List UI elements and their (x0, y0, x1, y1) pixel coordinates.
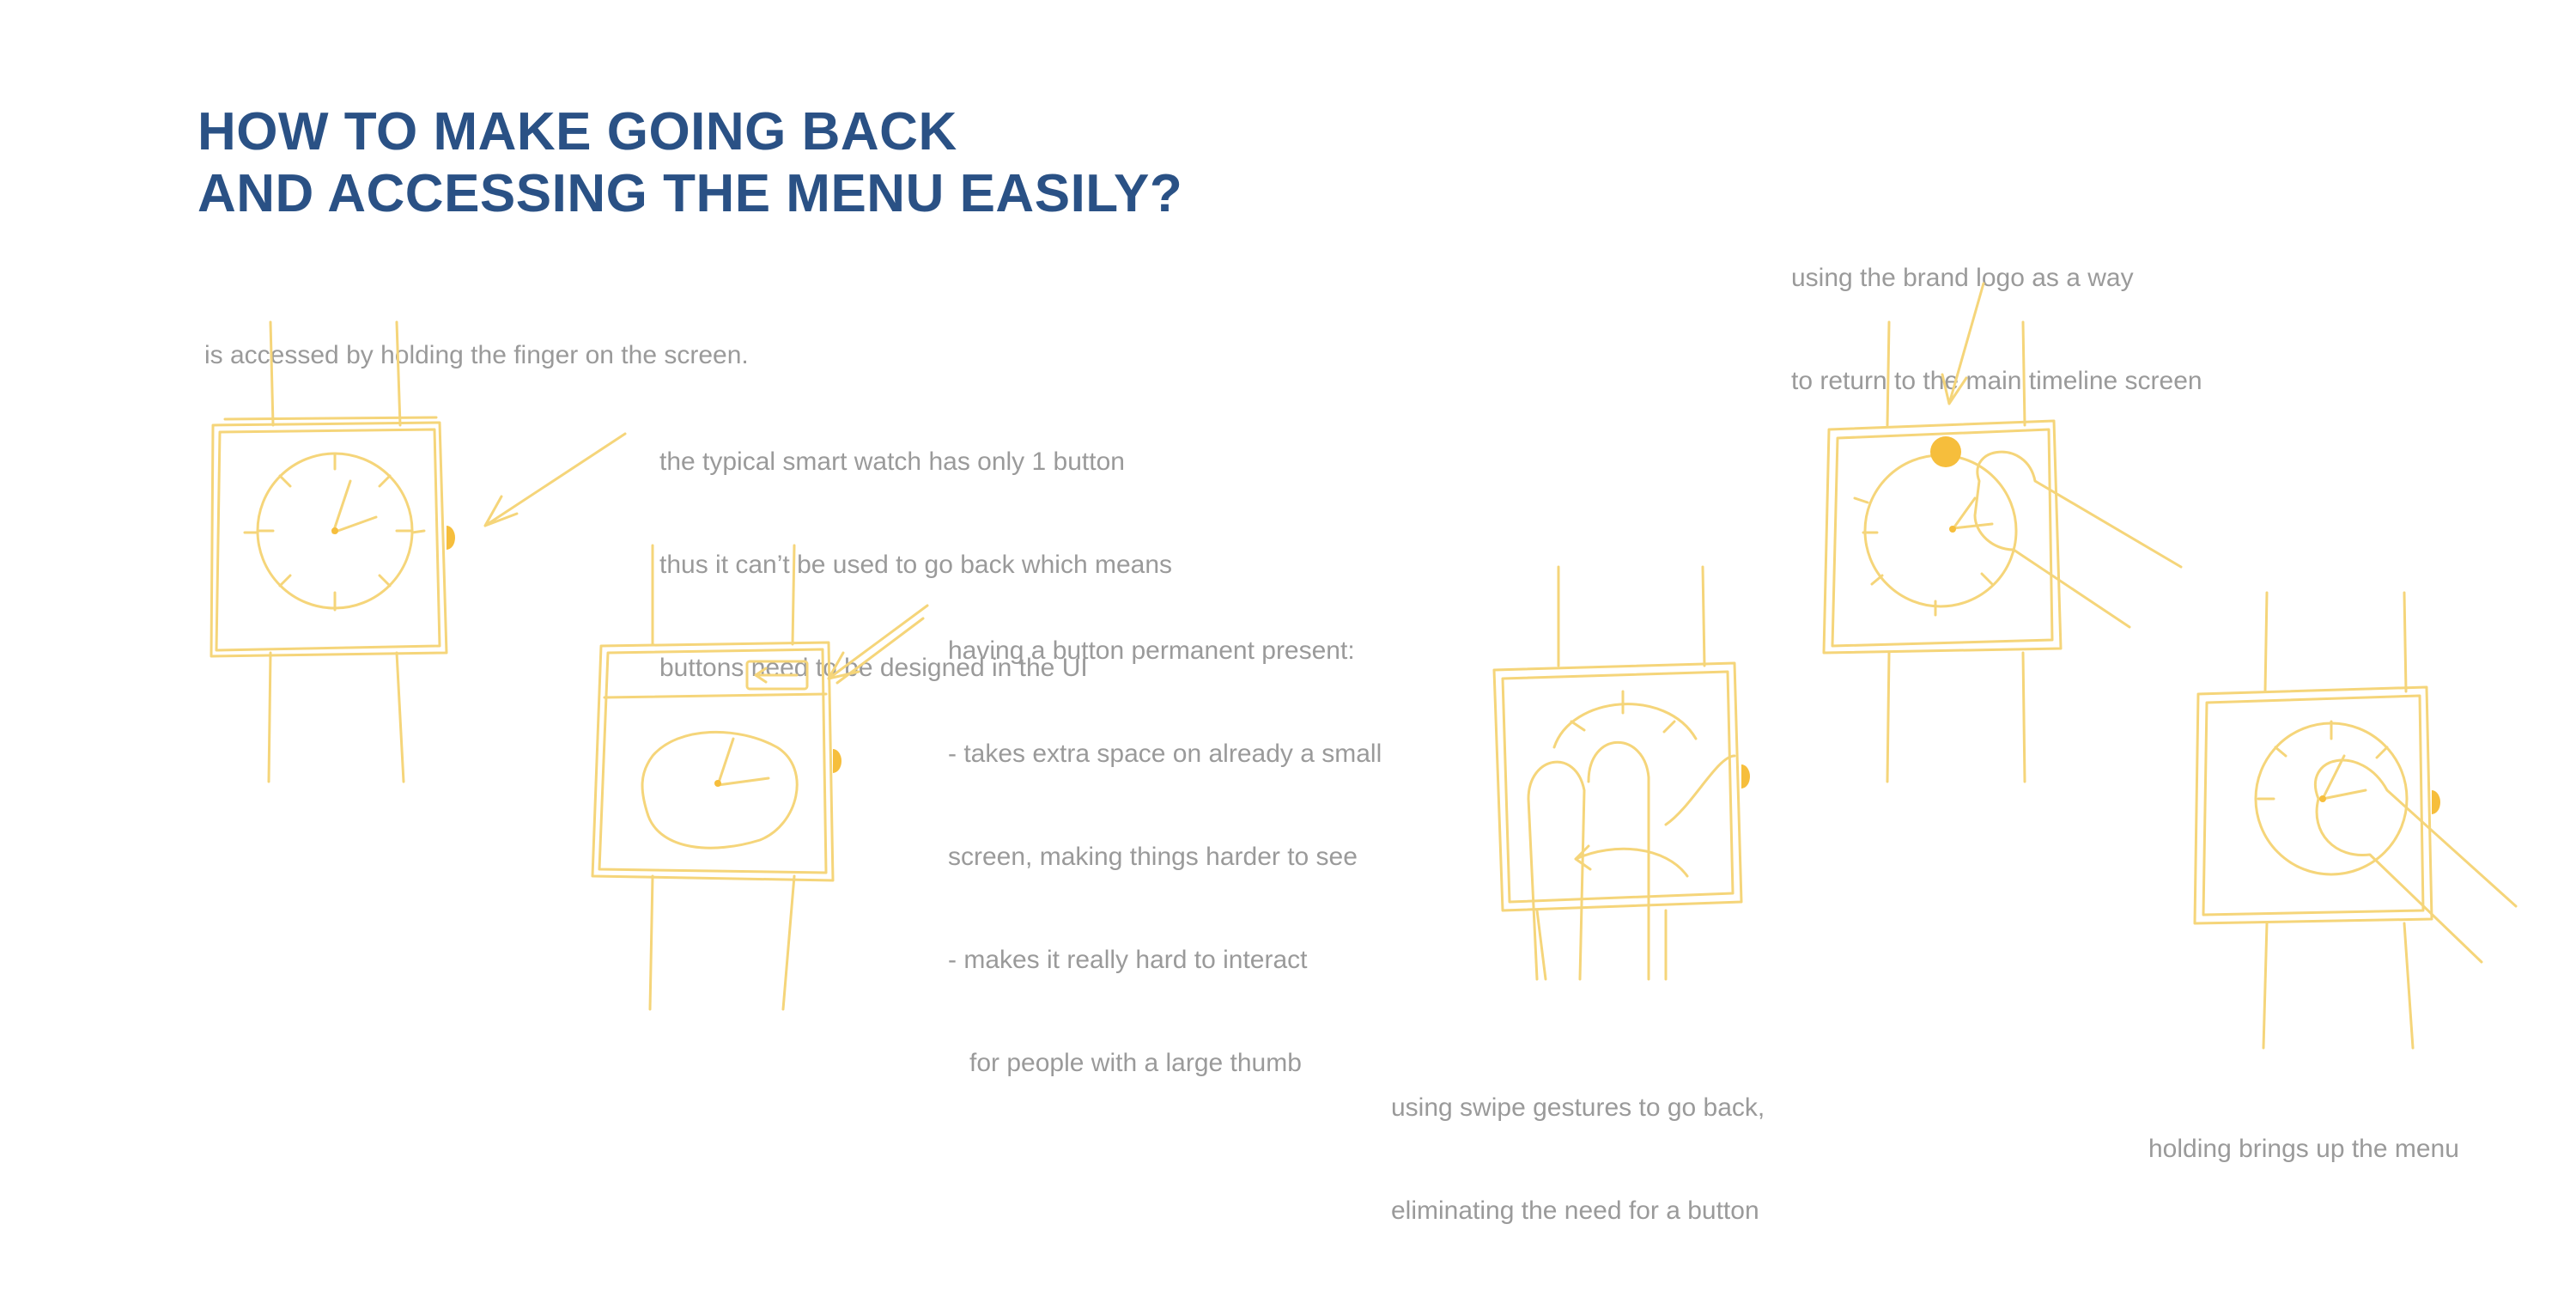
permanent-button-note-line: - takes extra space on already a small (948, 740, 1382, 768)
pointer-arrow (483, 432, 627, 527)
sketch-board: HOW TO MAKE GOING BACK AND ACCESSING THE… (197, 101, 2518, 1225)
brand-logo-dot (1930, 436, 1961, 467)
back-arrow-icon (754, 667, 799, 684)
permanent-button-note-line: for people with a large thumb (948, 1049, 1302, 1077)
pointer-arrow (827, 604, 929, 685)
watch-crown (447, 526, 455, 550)
single-button-note: the typical smart watch has only 1 butto… (659, 376, 1172, 754)
smartwatch-sketch (210, 320, 448, 783)
smartwatch-sketch (2193, 591, 2518, 1050)
page-title: HOW TO MAKE GOING BACK AND ACCESSING THE… (197, 101, 1182, 225)
intro-note: is accessed by holding the finger on the… (204, 270, 749, 441)
swipe-note-line: eliminating the need for a button (1391, 1197, 1759, 1225)
watch-crown (1741, 764, 1750, 789)
brand-logo-note: using the brand logo as a way to return … (1791, 192, 2202, 467)
title-line-1: HOW TO MAKE GOING BACK (197, 102, 957, 161)
watch-crown (2432, 790, 2440, 814)
smartwatch-sketch (1492, 565, 1743, 981)
intro-note-text: is accessed by holding the finger on the… (204, 341, 749, 369)
swipe-note-line: using swipe gestures to go back, (1391, 1093, 1765, 1122)
permanent-button-note-line: screen, making things harder to see (948, 843, 1358, 871)
permanent-button-note: having a button permanent present: - tak… (948, 565, 1382, 1149)
smartwatch-sketch (591, 544, 835, 1011)
smartwatch-sketch (1822, 320, 2183, 783)
single-button-note-line: the typical smart watch has only 1 butto… (659, 448, 1125, 476)
brand-logo-note-line: to return to the main timeline screen (1791, 367, 2202, 395)
brand-logo-note-line: using the brand logo as a way (1791, 264, 2134, 292)
title-line-2: AND ACCESSING THE MENU EASILY? (197, 164, 1183, 223)
watch-sketches (210, 282, 2518, 1050)
permanent-button-note-line: - makes it really hard to interact (948, 946, 1308, 974)
single-button-note-line: buttons need to be designed in the UI (659, 654, 1088, 682)
pointer-arrow (1941, 282, 1985, 405)
single-button-note-line: thus it can’t be used to go back which m… (659, 551, 1173, 579)
permanent-button-note-line: having a button permanent present: (948, 636, 1355, 665)
watch-crown (833, 749, 841, 773)
